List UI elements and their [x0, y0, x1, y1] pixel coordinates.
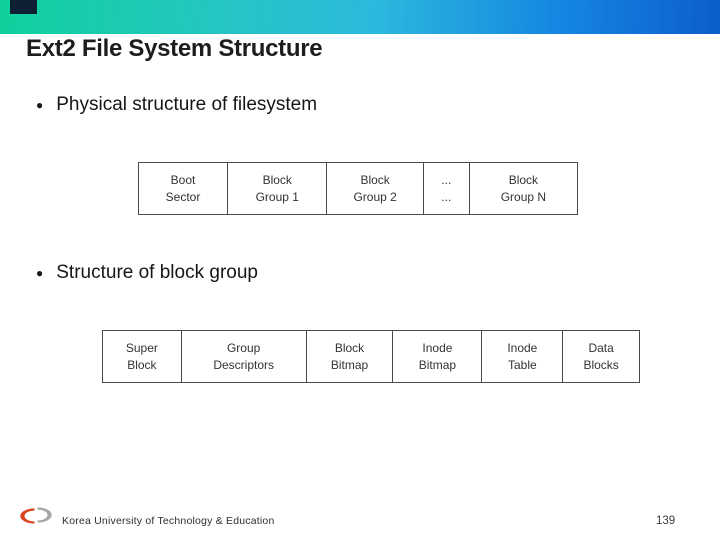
page-number: 139	[656, 515, 676, 527]
block-group-structure-table: Super Block Group Descriptors Block Bitm…	[102, 330, 640, 383]
cell-boot-sector: Boot Sector	[139, 163, 227, 214]
cell-line: Table	[508, 357, 537, 372]
bullet-icon	[36, 260, 43, 286]
cell-block-bitmap: Block Bitmap	[305, 331, 393, 382]
cell-line: Inode	[422, 340, 453, 355]
koreatech-logo-icon	[20, 507, 52, 524]
cell-line: Sector	[165, 189, 201, 204]
cell-block-group-2: Block Group 2	[326, 163, 422, 214]
cell-line: Block	[508, 172, 539, 187]
cell-line: Boot	[170, 172, 196, 187]
cell-line: Descriptors	[213, 357, 274, 372]
header-bar	[0, 0, 720, 34]
bullet-text: Physical structure of filesystem	[56, 94, 318, 115]
cell-line: Inode	[507, 340, 538, 355]
cell-line: Block	[262, 172, 292, 187]
cell-line: Block	[334, 340, 365, 355]
bullet-item-physical-structure: Physical structure of filesystem	[36, 92, 317, 118]
cell-line: Super	[125, 340, 158, 355]
cell-group-descriptors: Group Descriptors	[180, 331, 306, 382]
cell-super-block: Super Block	[103, 331, 181, 382]
cell-line: Bitmap	[418, 357, 457, 372]
cell-block-group-n: Block Group N	[468, 163, 577, 214]
footer-institution-text: Korea University of Technology & Educati…	[62, 515, 275, 527]
bullet-icon	[36, 92, 43, 118]
bullet-item-block-group-structure: Structure of block group	[36, 260, 258, 286]
cell-inode-bitmap: Inode Bitmap	[392, 331, 481, 382]
cell-line: Group 1	[255, 189, 299, 204]
page-title: Ext2 File System Structure	[26, 35, 323, 62]
cell-line: Block	[127, 357, 157, 372]
header-accent-rect	[10, 0, 37, 14]
bullet-text: Structure of block group	[56, 262, 258, 283]
cell-line: Data	[588, 340, 614, 355]
cell-line: ...	[441, 189, 452, 204]
cell-data-blocks: Data Blocks	[562, 331, 639, 382]
cell-line: Group	[226, 340, 261, 355]
filesystem-structure-table: Boot Sector Block Group 1 Block Group 2 …	[138, 162, 578, 215]
cell-line: Block	[360, 172, 390, 187]
cell-line: Blocks	[583, 357, 619, 372]
cell-block-group-1: Block Group 1	[227, 163, 326, 214]
cell-line: Group N	[500, 189, 547, 204]
cell-inode-table: Inode Table	[481, 331, 562, 382]
cell-line: ...	[441, 172, 452, 187]
cell-ellipsis: ... ...	[422, 163, 469, 214]
cell-line: Group 2	[353, 189, 397, 204]
cell-line: Bitmap	[330, 357, 369, 372]
